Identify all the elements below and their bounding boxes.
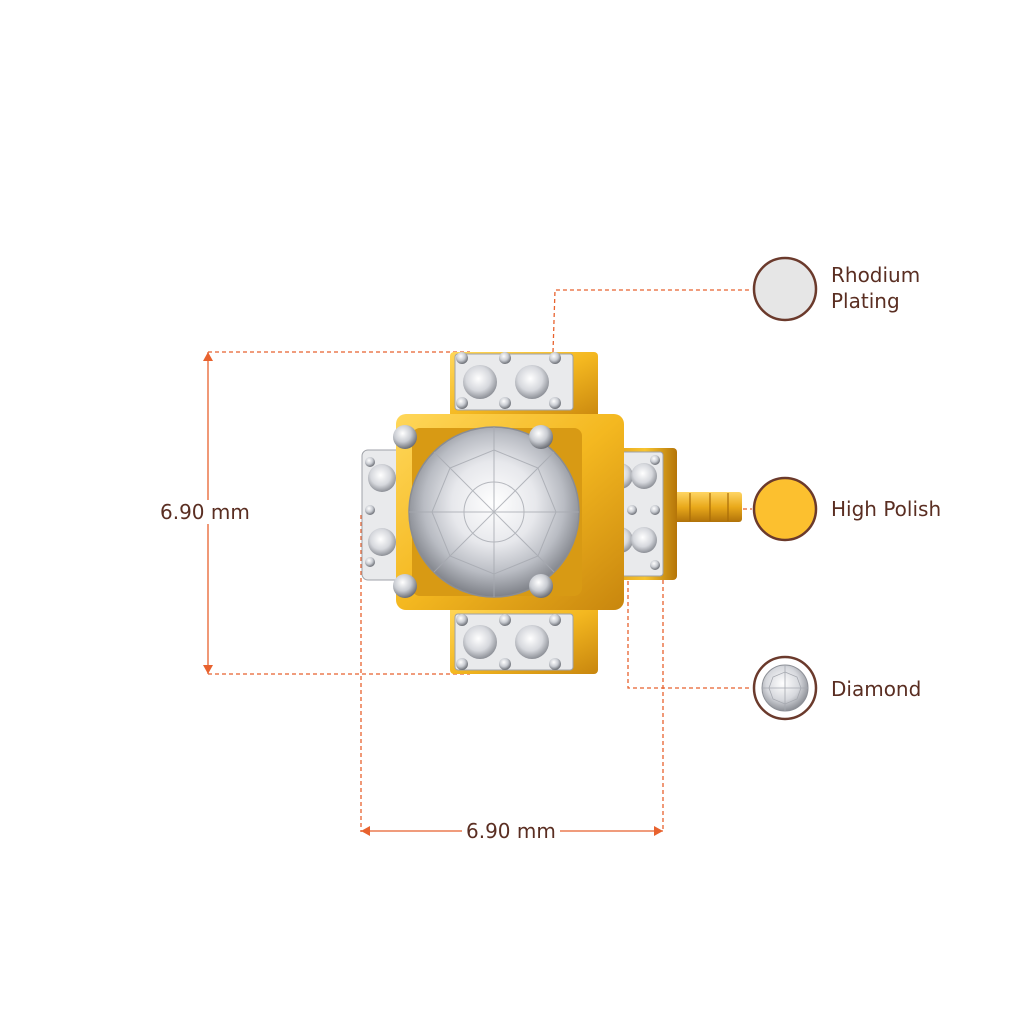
width-dimension-label: 6.90 mm xyxy=(462,819,560,843)
legend-high-polish-label: High Polish xyxy=(831,497,942,521)
legend-diamond-label: Diamond xyxy=(831,677,922,701)
legend-rhodium-plating-label: Rhodium Plating xyxy=(831,263,921,313)
gold-swatch-icon xyxy=(752,476,818,542)
earring-product xyxy=(361,352,742,674)
diamond-swatch-icon xyxy=(752,655,818,721)
height-dimension-label: 6.90 mm xyxy=(160,500,250,524)
rhodium-swatch-icon xyxy=(752,256,818,322)
